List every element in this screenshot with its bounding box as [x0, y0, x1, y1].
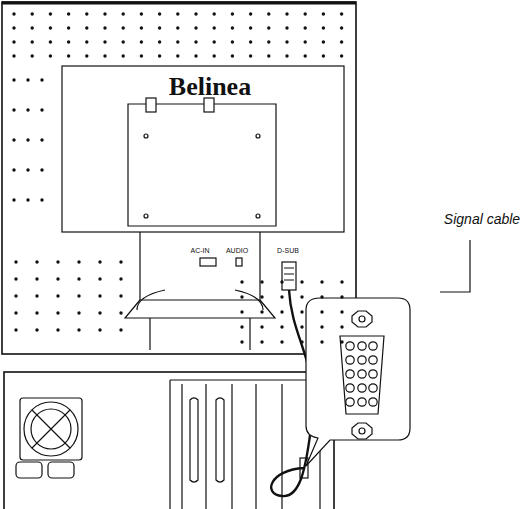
- serial-port: [190, 398, 198, 482]
- parallel-port: [216, 398, 224, 482]
- fan-grill: [20, 398, 82, 460]
- brand-name: Belinea: [169, 74, 251, 100]
- vga-connector: [340, 336, 384, 414]
- power-socket: [16, 462, 42, 478]
- leader-bracket: [440, 240, 470, 292]
- power-socket: [48, 462, 74, 478]
- monitor-housing: [2, 2, 356, 354]
- vesa-plate: [128, 104, 276, 226]
- screw: [352, 423, 372, 439]
- part-label: Signal cable: [444, 212, 520, 226]
- port-label: AUDIO: [226, 247, 248, 254]
- dsub-plug: [282, 262, 296, 290]
- callout-bubble: [306, 298, 410, 466]
- pc-case: [4, 372, 334, 509]
- screw: [352, 311, 372, 327]
- port-label: AC-IN: [190, 247, 209, 254]
- stand-neck: [140, 232, 260, 300]
- rear-panel: [62, 66, 344, 232]
- port-label: D-SUB: [277, 247, 299, 254]
